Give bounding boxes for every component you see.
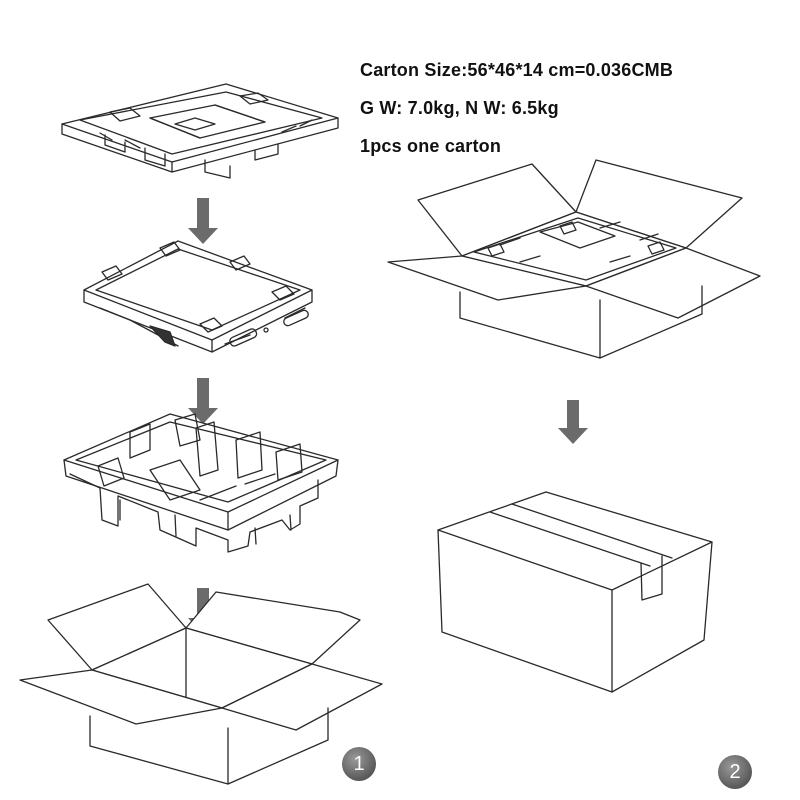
open-carton-step1	[19, 583, 383, 785]
step-2-badge: 2	[718, 755, 752, 789]
carton-size-spec: Carton Size:56*46*14 cm=0.036CMB	[360, 60, 674, 80]
down-arrow-icon	[558, 400, 588, 444]
step-1-badge: 1	[342, 747, 376, 781]
open-carton-with-tray	[387, 159, 761, 359]
top-foam-tray	[61, 83, 339, 179]
down-arrow-icon	[188, 378, 218, 424]
down-arrow-icon	[188, 198, 218, 244]
bottom-foam-tray	[63, 413, 339, 553]
sealed-carton	[437, 491, 713, 693]
weight-spec: G W: 7.0kg, N W: 6.5kg	[360, 98, 559, 118]
quantity-spec: 1pcs one carton	[360, 136, 502, 156]
flood-light-product	[83, 240, 313, 353]
